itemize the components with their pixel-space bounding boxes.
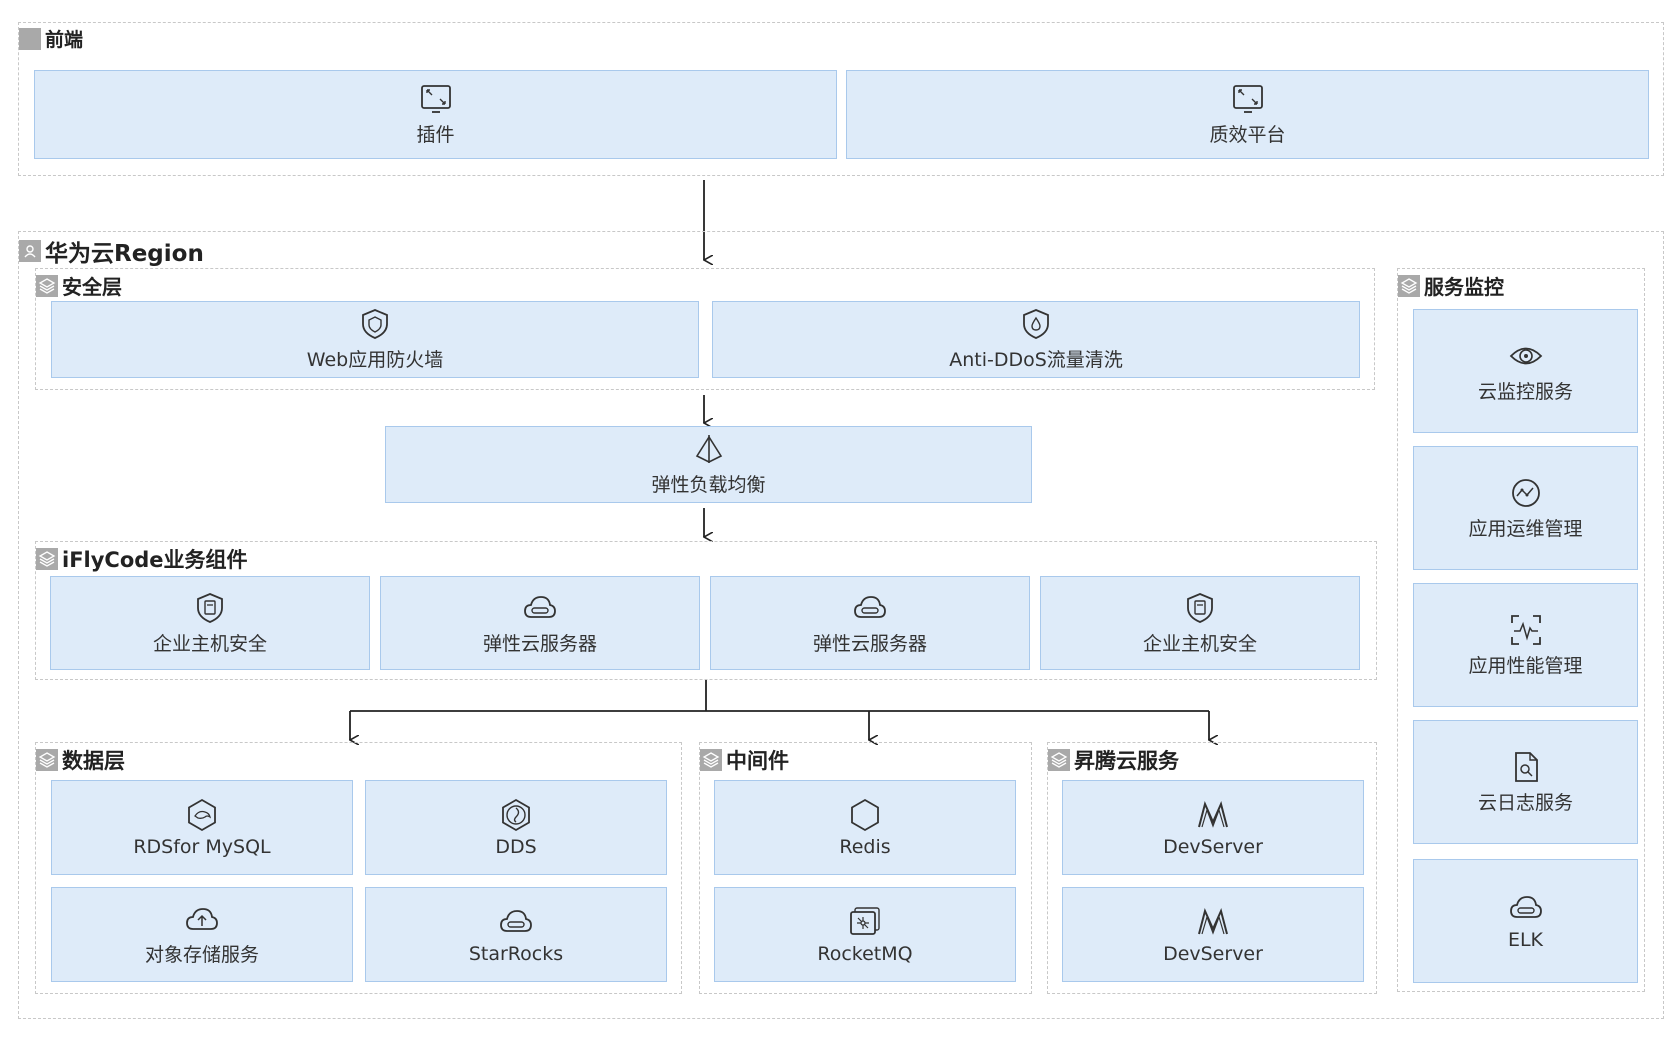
box-label: 对象存储服务 [144,944,259,966]
box-label: 弹性云服务器 [482,632,597,655]
elk-box[interactable]: ELK [1413,859,1638,983]
frontend-title: 前端 [19,25,83,52]
box-label: 云日志服务 [1477,791,1573,814]
frontend-group: 前端 [18,22,1664,176]
business-title: iFlyCode业务组件 [36,544,248,574]
middleware-group: 中间件 [699,742,1032,994]
box-label: ELK [1507,929,1544,951]
cloud-server-box[interactable]: 弹性云服务器 [380,576,700,670]
box-label: 弹性负载均衡 [651,474,766,496]
eye-icon [1509,339,1543,373]
frontend-plugin-box[interactable]: 插件 [34,70,837,159]
monitor-title: 服务监控 [1398,271,1504,300]
host-security-box[interactable]: 企业主机安全 [50,576,370,670]
layers-icon [1048,749,1070,771]
redis-box[interactable]: Redis [714,780,1016,875]
host-security-box[interactable]: 企业主机安全 [1040,576,1360,670]
region-group: 华为云Region [18,231,1664,1019]
business-group: iFlyCode业务组件 [35,541,1377,680]
box-label: DevServer [1163,835,1263,858]
devserver-box[interactable]: DevServer [1062,887,1364,982]
box-label: DDS [495,835,537,858]
window-icon [1231,82,1265,116]
devserver-box[interactable]: DevServer [1062,780,1364,875]
region-title: 华为云Region [19,234,204,268]
layers-icon [36,749,58,771]
lts-box[interactable]: 云日志服务 [1413,720,1638,844]
load-balancer-icon [692,432,726,466]
ops-icon [1509,476,1543,510]
layers-icon [700,749,722,771]
layers-icon [36,548,58,570]
box-label: 质效平台 [1209,124,1286,146]
box-label: DevServer [1163,942,1263,965]
box-label: RDSfor MySQL [133,835,271,858]
box-label: Web应用防火墙 [306,349,444,371]
apm-box[interactable]: 应用性能管理 [1413,583,1638,707]
middleware-title: 中间件 [700,745,789,775]
security-layer-title: 安全层 [36,271,122,300]
region-icon [19,240,41,262]
log-icon [1509,750,1543,784]
mysql-icon [185,798,219,832]
frontend-quality-platform-box[interactable]: 质效平台 [846,70,1649,159]
data-layer-group: 数据层 [35,742,682,994]
ascend-icon [1196,905,1230,939]
ascend-group: 昇腾云服务 [1047,742,1377,994]
rds-mysql-box[interactable]: RDSfor MySQL [51,780,353,875]
apm-icon [1509,613,1543,647]
dds-box[interactable]: DDS [365,780,667,875]
waf-box[interactable]: Web应用防火墙 [51,301,699,378]
ascend-icon [1196,798,1230,832]
host-security-icon [1183,591,1217,625]
cloud-server-icon [1509,891,1543,925]
host-security-icon [193,591,227,625]
box-label: RocketMQ [817,942,913,965]
cloud-server-box[interactable]: 弹性云服务器 [710,576,1030,670]
data-layer-title: 数据层 [36,745,125,775]
box-label: 插件 [416,124,455,146]
obs-box[interactable]: 对象存储服务 [51,887,353,982]
cloud-upload-icon [185,902,219,936]
shield-drop-icon [1019,307,1053,341]
box-label: 应用运维管理 [1468,517,1583,540]
elb-box[interactable]: 弹性负载均衡 [385,426,1032,503]
dds-icon [499,798,533,832]
shield-icon [358,307,392,341]
rocketmq-box[interactable]: RocketMQ [714,887,1016,982]
box-label: 云监控服务 [1477,380,1573,403]
layers-icon [36,274,58,297]
cloud-server-icon [853,591,887,625]
hexagon-icon [848,798,882,832]
box-label: 企业主机安全 [152,632,267,655]
box-label: Redis [839,835,891,858]
ascend-title: 昇腾云服务 [1048,745,1179,775]
starrocks-box[interactable]: StarRocks [365,887,667,982]
box-label: 企业主机安全 [1142,632,1257,655]
security-layer-group: 安全层 [35,268,1375,390]
cloud-server-icon [523,591,557,625]
layers-icon [1398,274,1420,297]
box-label: 弹性云服务器 [812,632,927,655]
window-icon [419,82,453,116]
box-label: Anti-DDoS流量清洗 [949,349,1123,371]
box-label: StarRocks [468,942,564,965]
cloud-server-icon [499,905,533,939]
group-square-icon [19,27,41,50]
aom-box[interactable]: 应用运维管理 [1413,446,1638,570]
message-queue-icon [848,905,882,939]
cloud-monitor-box[interactable]: 云监控服务 [1413,309,1638,433]
anti-ddos-box[interactable]: Anti-DDoS流量清洗 [712,301,1360,378]
monitor-group: 服务监控 [1397,268,1645,992]
box-label: 应用性能管理 [1468,654,1583,677]
